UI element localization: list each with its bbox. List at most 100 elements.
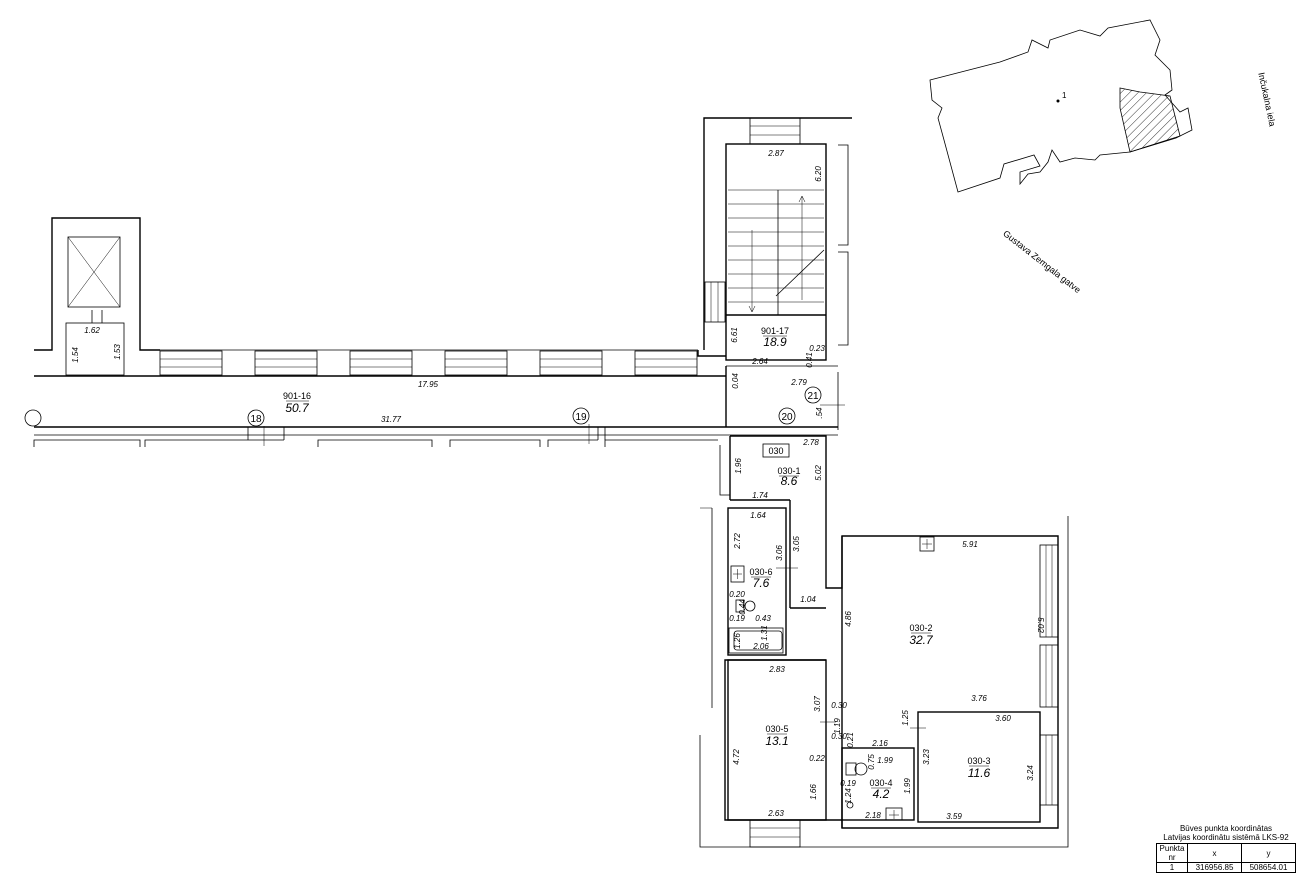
- svg-text:3.05: 3.05: [792, 536, 801, 552]
- room-030-2-label: 030-2 32.7: [909, 623, 934, 647]
- room-030-1-label: 030-1 8.6: [777, 466, 800, 488]
- svg-text:50.7: 50.7: [285, 401, 310, 415]
- svg-text:0.30: 0.30: [831, 701, 847, 710]
- svg-text:0.20: 0.20: [729, 590, 745, 599]
- svg-text:2.87: 2.87: [767, 149, 784, 158]
- svg-text:19: 19: [575, 412, 587, 423]
- svg-text:6.20: 6.20: [814, 166, 823, 182]
- svg-text:1.96: 1.96: [734, 458, 743, 474]
- table-header-row: Punkta nr x y: [1156, 843, 1296, 863]
- svg-text:030-4: 030-4: [869, 778, 892, 788]
- axis-marker-20: 20: [778, 407, 796, 425]
- svg-text:1.74: 1.74: [752, 491, 768, 500]
- street-name-gustava-zemgala: Gustava Zemgala gatve: [1001, 228, 1082, 295]
- svg-text:2.79: 2.79: [790, 378, 807, 387]
- room-030-6-label: 030-6 7.6: [749, 567, 772, 590]
- cell-point-nr: 1: [1156, 862, 1188, 873]
- axis-markers: 18 19 20 21: [24, 386, 822, 446]
- building-point-marker: [1056, 99, 1060, 103]
- svg-text:3.24: 3.24: [1026, 765, 1035, 781]
- unit-030: [699, 435, 1069, 848]
- svg-text:2.83: 2.83: [768, 665, 785, 674]
- svg-text:901-17: 901-17: [761, 326, 789, 336]
- stairwell-901-17: [697, 117, 852, 430]
- table-row: 1 316956.85 508654.01: [1156, 862, 1296, 873]
- room-901-16-label: 901-16 50.7: [283, 391, 311, 415]
- svg-text:1.26: 1.26: [733, 633, 742, 649]
- svg-text:0.23: 0.23: [809, 344, 825, 353]
- corridor-windows: [159, 350, 698, 376]
- svg-text:1.19: 1.19: [833, 718, 842, 734]
- svg-text:1.99: 1.99: [877, 756, 893, 765]
- svg-text:1.99: 1.99: [903, 778, 912, 794]
- location-inset: 1 Gustava Zemgala gatve Inčukalna iela: [929, 19, 1278, 295]
- svg-text:4.72: 4.72: [732, 749, 741, 765]
- svg-text:0.19: 0.19: [729, 614, 745, 623]
- hatched-section: [1119, 87, 1181, 153]
- axis-marker-19: 19: [572, 407, 590, 444]
- svg-text:32.7: 32.7: [909, 633, 934, 647]
- svg-text:2.72: 2.72: [733, 533, 742, 550]
- svg-text:2.78: 2.78: [802, 438, 819, 447]
- svg-text:0.41: 0.41: [805, 352, 814, 368]
- cell-y: 508654.01: [1241, 862, 1296, 873]
- svg-text:0.22: 0.22: [809, 754, 825, 763]
- room-901-17-label: 901-17 18.9: [761, 326, 789, 349]
- svg-text:0.43: 0.43: [755, 614, 771, 623]
- svg-text:8.6: 8.6: [781, 474, 798, 488]
- svg-text:11.6: 11.6: [968, 766, 991, 780]
- header-x: x: [1187, 843, 1242, 863]
- building-outline: [929, 19, 1193, 193]
- svg-text:5.91: 5.91: [962, 540, 978, 549]
- stair-treads: [726, 189, 826, 316]
- svg-text:17.95: 17.95: [418, 380, 439, 389]
- svg-text:3.07: 3.07: [813, 696, 822, 712]
- svg-text:20: 20: [781, 412, 793, 423]
- svg-text:3.23: 3.23: [922, 749, 931, 765]
- svg-text:0.30: 0.30: [831, 732, 847, 741]
- header-point-nr: Punkta nr: [1156, 843, 1188, 863]
- svg-text:2.16: 2.16: [871, 739, 888, 748]
- dimension-labels: 1.62 1.54 1.53 17.95 31.77 2.87 6.20 6.6…: [71, 149, 1045, 821]
- svg-text:.54: .54: [815, 407, 824, 419]
- street-name-incukalna: Inčukalna iela: [1256, 71, 1277, 127]
- svg-text:5.02: 5.02: [814, 465, 823, 481]
- room-labels: 901-16 50.7 901-17 18.9 030 030-1 8.6 03…: [283, 326, 991, 801]
- room-030-5-label: 030-5 13.1: [765, 724, 788, 748]
- svg-text:31.77: 31.77: [381, 415, 402, 424]
- svg-text:2.18: 2.18: [864, 811, 881, 820]
- svg-text:1.53: 1.53: [113, 344, 122, 360]
- svg-text:1.24: 1.24: [844, 788, 853, 804]
- svg-text:030-5: 030-5: [765, 724, 788, 734]
- room-030-2-windows: [1039, 544, 1059, 806]
- svg-text:13.1: 13.1: [765, 734, 788, 748]
- svg-text:030-2: 030-2: [909, 623, 932, 633]
- coordinates-block: Būves punkta koordinātas Latvijas koordi…: [1156, 824, 1296, 873]
- svg-text:18: 18: [250, 414, 262, 425]
- svg-text:7.6: 7.6: [753, 576, 770, 590]
- svg-text:0.21: 0.21: [846, 732, 855, 748]
- svg-text:1.66: 1.66: [809, 784, 818, 800]
- svg-text:4.86: 4.86: [844, 611, 853, 627]
- coordinates-caption-2: Latvijas koordinātu sistēmā LKS-92: [1163, 833, 1289, 842]
- axis-marker-21: 21: [804, 386, 822, 404]
- unit-label: 030: [768, 446, 783, 456]
- svg-text:1.54: 1.54: [71, 347, 80, 363]
- svg-text:4.2: 4.2: [873, 787, 890, 801]
- corridor-901-16: [33, 349, 838, 447]
- svg-text:0.44: 0.44: [738, 599, 747, 615]
- svg-text:6.61: 6.61: [730, 327, 739, 343]
- room-030-4-label: 030-4 4.2: [869, 778, 892, 801]
- svg-text:3.76: 3.76: [971, 694, 987, 703]
- svg-text:030-6: 030-6: [749, 567, 772, 577]
- svg-text:21: 21: [807, 391, 819, 402]
- svg-text:0.04: 0.04: [731, 373, 740, 389]
- svg-text:1.25: 1.25: [901, 710, 910, 726]
- building-point-label: 1: [1062, 91, 1067, 100]
- svg-text:1.31: 1.31: [760, 625, 769, 641]
- svg-text:5.02: 5.02: [1036, 617, 1045, 633]
- cell-x: 316956.85: [1187, 862, 1242, 873]
- svg-text:0.75: 0.75: [867, 754, 876, 770]
- svg-text:3.60: 3.60: [995, 714, 1011, 723]
- svg-text:901-16: 901-16: [283, 391, 311, 401]
